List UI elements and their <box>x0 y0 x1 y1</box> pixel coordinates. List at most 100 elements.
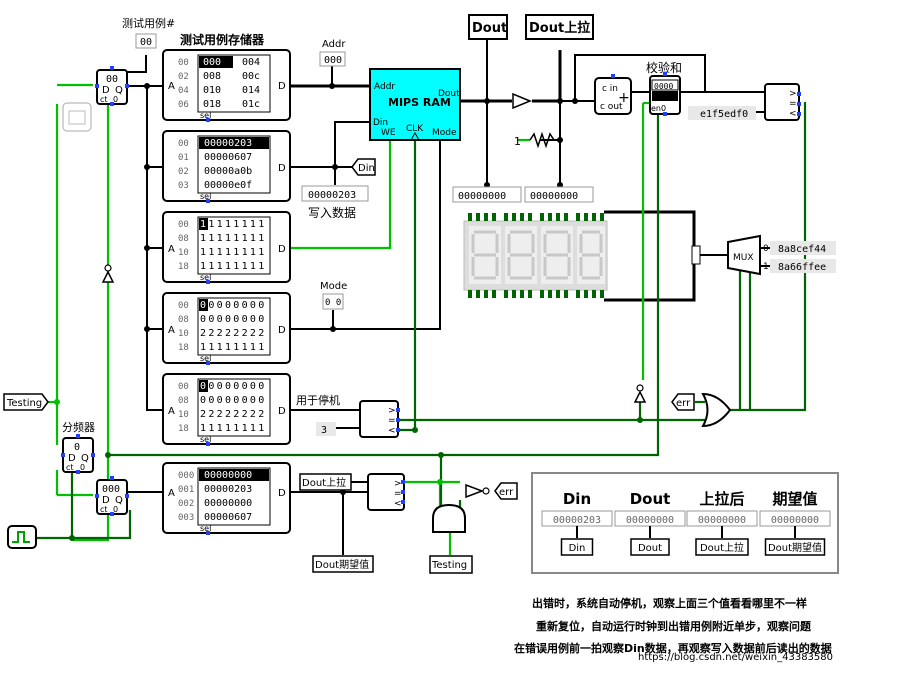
rom4-cursor-cell: 0 <box>200 300 206 311</box>
panel-tunnel-label: Dout <box>638 543 662 554</box>
test-case-probe <box>135 33 157 49</box>
svg-text:Dout上拉: Dout上拉 <box>529 20 590 36</box>
rom4: A D sel <box>162 292 291 365</box>
rom1-addr: 02 <box>178 72 189 82</box>
rom6-addr: 002 <box>178 499 194 509</box>
svg-text:Dout: Dout <box>438 89 460 99</box>
rom4-addr: 10 <box>178 329 189 339</box>
rom4-cell: 00000000 <box>200 314 267 325</box>
test-case-label: 测试用例# <box>122 16 175 30</box>
divider-label: 分频器 <box>62 420 95 434</box>
svg-text:ct: ct <box>100 505 108 514</box>
din-tunnel: Din <box>351 158 376 176</box>
panel-tunnel <box>695 538 749 556</box>
err-tunnel-bottom: err <box>494 482 518 500</box>
rom6: A D sel <box>162 462 291 535</box>
rom4-addr: 18 <box>178 343 189 353</box>
svg-text:err: err <box>499 487 514 498</box>
svg-text:err: err <box>676 398 691 409</box>
counter-bottom[interactable]: 000 D Q ct 0 <box>95 476 129 516</box>
rom2-addr: 01 <box>178 153 189 163</box>
svg-text:D: D <box>102 495 110 506</box>
notes: 出错时，系统自动停机，观察上面三个值看看哪里不一样重新复位，自动运行时钟到出错用… <box>514 596 832 655</box>
panel-tunnel <box>630 538 670 556</box>
panel-header: 上拉后 <box>699 490 744 508</box>
svg-text:ct: ct <box>100 95 108 104</box>
panel-header: Dout <box>630 490 671 508</box>
comparator-top: > = < <box>764 83 801 121</box>
testing-tunnel-left: Testing <box>3 393 49 411</box>
dout-probe-1 <box>452 186 522 203</box>
svg-text:MIPS RAM: MIPS RAM <box>388 96 451 109</box>
rom2: D sel <box>162 130 291 203</box>
din-probe-value: 00000203 <box>308 190 356 201</box>
counter-top[interactable]: 00 D Q ct 0 <box>95 66 129 106</box>
svg-text:=: = <box>388 416 396 426</box>
dout-tag: Dout <box>468 14 508 40</box>
mux-const-1 <box>770 259 836 273</box>
buffer-gate <box>512 92 532 110</box>
err-tunnel-top: err <box>671 393 695 411</box>
panel-value: 00000203 <box>553 515 601 526</box>
write-data-label: 写入数据 <box>308 205 356 220</box>
rom5-cell: 00000000 <box>200 395 267 406</box>
svg-text:sel: sel <box>200 111 211 120</box>
svg-text:sel: sel <box>200 435 211 444</box>
rom5-addr: 08 <box>178 396 189 406</box>
rom1-cell: 014 <box>242 85 260 96</box>
rom5-cell: 00000000 <box>200 381 267 392</box>
mux-const-0 <box>770 241 836 255</box>
rom3-addr: 10 <box>178 248 189 258</box>
svg-text:sel: sel <box>200 354 211 363</box>
svg-text:Mode: Mode <box>432 128 457 138</box>
svg-text:=: = <box>789 99 797 109</box>
rom1-cell: 008 <box>203 71 221 82</box>
mode-probe <box>322 293 344 310</box>
svg-text:D: D <box>278 406 286 417</box>
svg-text:en0: en0 <box>651 104 666 113</box>
rom5-addr: 10 <box>178 410 189 420</box>
rom3: A D sel <box>162 211 291 284</box>
svg-text:D: D <box>278 325 286 336</box>
rom5-cell: 11111111 <box>200 423 267 434</box>
pull-resistor <box>529 131 555 149</box>
dout-probe-2 <box>524 186 594 203</box>
clock-icon[interactable] <box>62 102 92 132</box>
mips-ram[interactable]: Addr MIPS RAM Dout Din WE CLK Mode <box>369 68 461 141</box>
rom6-cell: 00000607 <box>204 512 252 523</box>
rom3-cell: 11111111 <box>200 247 267 258</box>
rom2-addr: 02 <box>178 167 189 177</box>
svg-text:0000: 0000 <box>654 93 673 102</box>
panel-items: Din00000203DinDout00000000Dout上拉后0000000… <box>541 490 831 556</box>
rom-title: 测试用例存储器 <box>180 32 265 47</box>
rom3-cell: 11111111 <box>200 261 267 272</box>
rom2-addr: 03 <box>178 181 189 191</box>
clock-source-icon[interactable] <box>7 525 37 549</box>
rom5-cell: 22222222 <box>200 409 267 420</box>
svg-text:MUX: MUX <box>733 253 754 263</box>
svg-text:c out: c out <box>600 102 623 112</box>
not-gate-left <box>101 270 115 283</box>
svg-text:A: A <box>168 406 175 417</box>
svg-text:sel: sel <box>200 524 211 533</box>
svg-text:A: A <box>168 488 175 499</box>
rom4-cell: 00000000 <box>200 300 267 311</box>
mux-value-1: 8a66ffee <box>778 262 826 273</box>
svg-text:Dout上拉: Dout上拉 <box>302 476 346 489</box>
svg-text:Din: Din <box>373 118 388 128</box>
svg-text:00000000: 00000000 <box>458 191 506 202</box>
svg-text:<: < <box>394 499 402 509</box>
rom4-cell: 11111111 <box>200 342 267 353</box>
rom2-addr: 00 <box>178 139 189 149</box>
svg-text:sel: sel <box>200 192 211 201</box>
mode-value: 0 0 <box>325 298 341 308</box>
const-3-box <box>316 422 336 436</box>
rom1-addr: 06 <box>178 100 189 110</box>
svg-text:000: 000 <box>102 484 120 495</box>
rom1-addr: 04 <box>178 86 189 96</box>
panel-value: 00000000 <box>626 515 674 526</box>
svg-text:0: 0 <box>763 244 769 254</box>
rom1: A D sel <box>162 49 291 122</box>
rom6-cell: 00000000 <box>204 498 252 509</box>
divider-counter[interactable]: 0 D Q ct 0 <box>61 434 95 474</box>
